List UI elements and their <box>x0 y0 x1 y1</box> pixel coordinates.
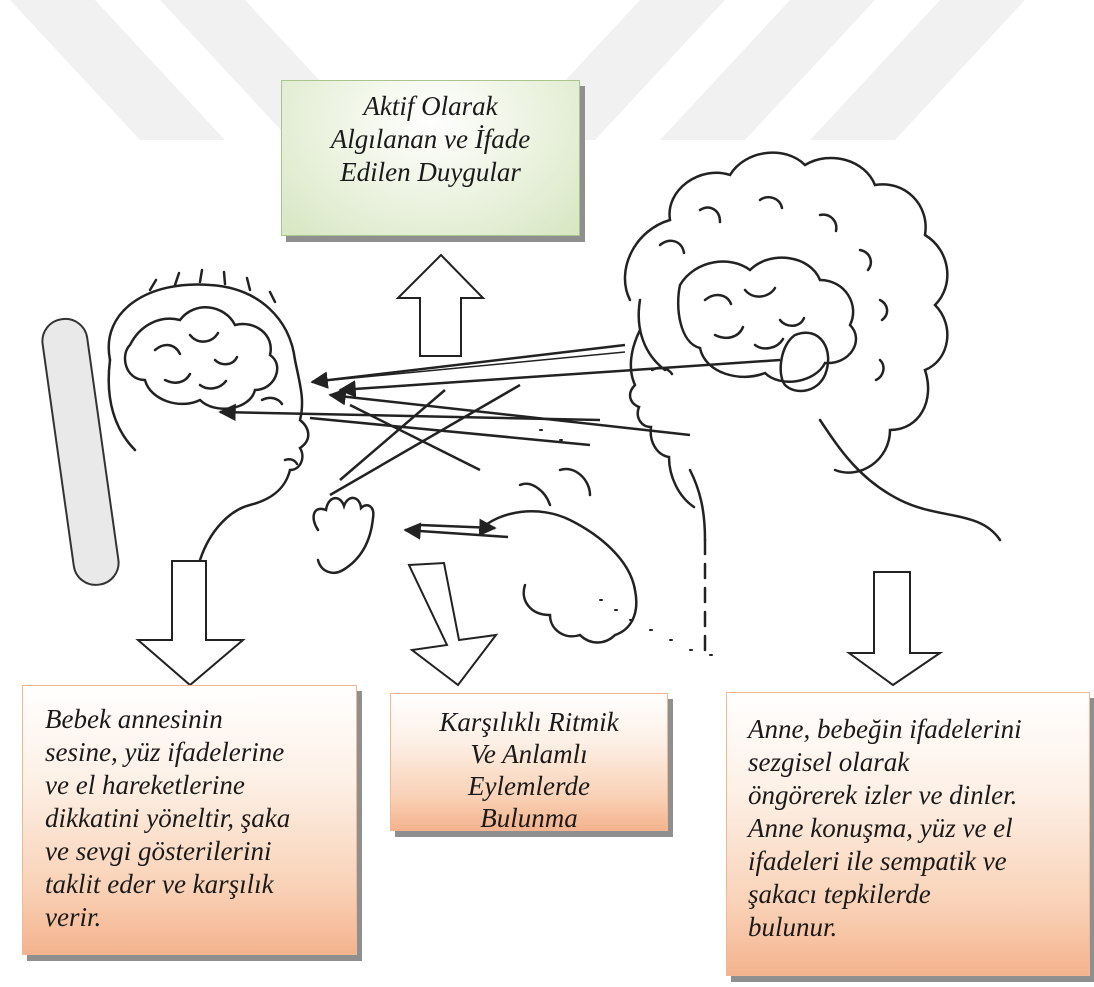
active-emotions-line: Algılanan ve İfade <box>282 123 579 156</box>
mutual-actions-line: Bulunma <box>391 802 667 834</box>
interaction-arrows <box>220 345 780 537</box>
baby-behavior-line: Bebek annesinin <box>45 703 356 736</box>
baby-behavior-line: ve el hareketlerine <box>45 769 356 802</box>
mother-behavior-line: şakacı tepkilerde <box>748 878 1089 911</box>
mother-behavior-line: ifadeleri ile sempatik ve <box>748 845 1089 878</box>
baby-behavior-line: taklit eder ve karşılık <box>45 868 356 901</box>
active-emotions-line: Edilen Duygular <box>282 156 579 189</box>
baby-figure-illustration <box>40 270 374 588</box>
baby-behavior-line: ve sevgi gösterilerini <box>45 835 356 868</box>
baby-behavior-line: sesine, yüz ifadelerine <box>45 736 356 769</box>
baby-behavior-line: verir. <box>45 901 356 934</box>
mother-behavior-line: sezgisel olarak <box>748 746 1089 779</box>
mother-behavior-line: bulunur. <box>748 911 1089 944</box>
up-block-arrow <box>398 255 483 356</box>
mother-behavior-line: Anne, bebeğin ifadelerini <box>748 713 1089 746</box>
mutual-actions-line: Eylemlerde <box>391 770 667 802</box>
mutual-rhythmic-actions-box: Karşılıklı Ritmik Ve Anlamlı Eylemlerde … <box>390 693 668 831</box>
active-emotions-box: Aktif Olarak Algılanan ve İfade Edilen D… <box>281 80 580 236</box>
mutual-actions-line: Karşılıklı Ritmik <box>391 706 667 738</box>
active-emotions-line: Aktif Olarak <box>282 90 579 123</box>
mother-behavior-box: Anne, bebeğin ifadelerini sezgisel olara… <box>726 692 1090 976</box>
mother-behavior-line: öngörerek izler ve dinler. <box>748 779 1089 812</box>
baby-behavior-line: dikkatini yöneltir, şaka <box>45 802 356 835</box>
mutual-actions-line: Ve Anlamlı <box>391 738 667 770</box>
down-block-arrow <box>138 561 940 685</box>
mother-behavior-line: Anne konuşma, yüz ve el <box>748 812 1089 845</box>
baby-behavior-box: Bebek annesinin sesine, yüz ifadelerine … <box>22 685 357 955</box>
